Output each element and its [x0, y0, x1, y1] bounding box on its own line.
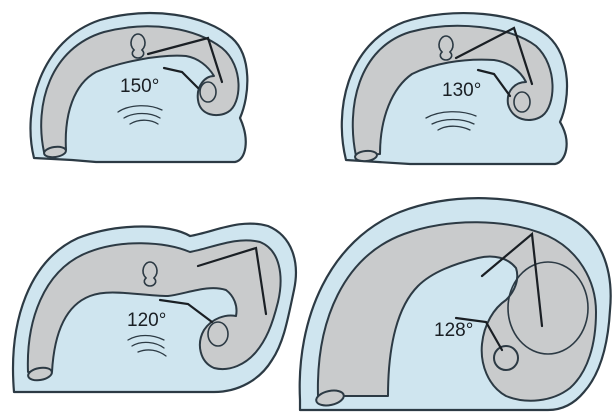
optic-cup	[494, 346, 518, 370]
panel-bottom-left: 120°	[13, 224, 296, 392]
angle-label: 150°	[120, 76, 159, 97]
angle-label: 130°	[442, 80, 481, 101]
panel-top-right: 130°	[342, 13, 567, 164]
panel-top-left: 150°	[30, 13, 247, 162]
panel-bottom-right: 128°	[300, 198, 611, 410]
angle-label: 128°	[434, 320, 473, 341]
angle-label: 120°	[127, 310, 166, 331]
